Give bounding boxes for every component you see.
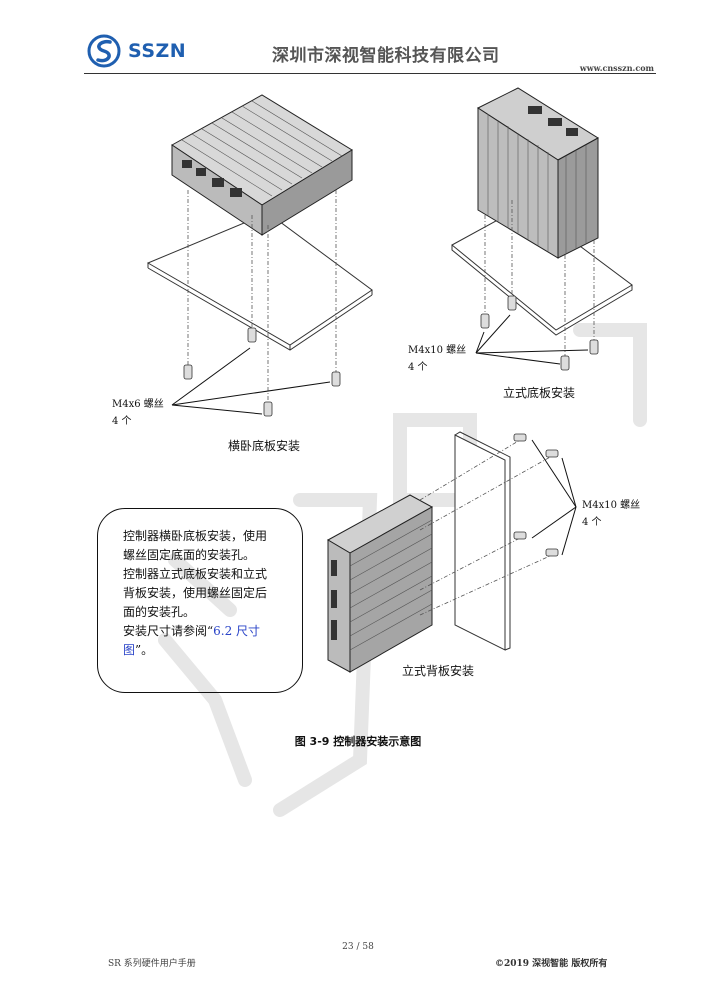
back-screws	[513, 433, 559, 557]
vertical-bottom-caption: 立式底板安装	[503, 386, 576, 400]
dimension-link[interactable]: 6.2 尺寸	[213, 624, 261, 638]
back-screw-label: M4x10 螺丝	[582, 500, 641, 511]
figure-caption: 图 3-9 控制器安装示意图	[294, 735, 422, 748]
company-logo	[86, 34, 196, 68]
note-box	[97, 508, 303, 693]
vertical-screw-count: 4 个	[408, 362, 428, 373]
logo-emblem-icon	[87, 34, 121, 68]
note-line: 安装尺寸请参阅“6.2 尺寸	[123, 622, 291, 641]
horizontal-caption: 横卧底板安装	[228, 439, 301, 453]
note-line: 控制器立式底板安装和立式	[123, 567, 268, 581]
horizontal-controller	[171, 94, 353, 236]
horizontal-screw-count: 4 个	[112, 416, 132, 427]
company-name: 深圳市深视智能科技有限公司	[272, 46, 500, 66]
header-divider	[84, 73, 656, 74]
back-screw-count: 4 个	[582, 517, 602, 528]
copyright: ©2019 深视智能 版权所有	[495, 959, 608, 969]
manual-title: SR 系列硬件用户手册	[108, 959, 196, 969]
vertical-screw-label: M4x10 螺丝	[408, 345, 467, 356]
dimension-link-cont[interactable]: 图	[123, 643, 136, 657]
note-line: 图”。	[123, 641, 291, 660]
website-url: www.cnsszn.com	[579, 63, 654, 73]
horizontal-plate	[146, 212, 373, 351]
page-number: 23 / 58	[342, 942, 374, 952]
note-line: 控制器横卧底板安装，使用	[123, 529, 268, 543]
back-controller	[326, 494, 434, 673]
note-text: 控制器横卧底板安装，使用 螺丝固定底面的安装孔。 控制器立式底板安装和立式 背板…	[123, 527, 291, 660]
vertical-back-caption: 立式背板安装	[402, 664, 475, 678]
horizontal-screw-label: M4x6 螺丝	[112, 399, 164, 410]
note-line: 螺丝固定底面的安装孔。	[123, 548, 256, 562]
note-line: 背板安装，使用螺丝固定后	[123, 586, 268, 600]
vertical-bottom-screws	[480, 295, 599, 371]
note-ref-suffix: ”。	[135, 643, 154, 657]
back-plate	[454, 431, 511, 651]
horizontal-screws	[183, 327, 341, 417]
note-ref-prefix: 安装尺寸请参阅“	[123, 624, 214, 638]
logo-text: SSZN	[128, 40, 187, 62]
vertical-controller	[476, 87, 599, 259]
note-line: 面的安装孔。	[123, 605, 196, 619]
